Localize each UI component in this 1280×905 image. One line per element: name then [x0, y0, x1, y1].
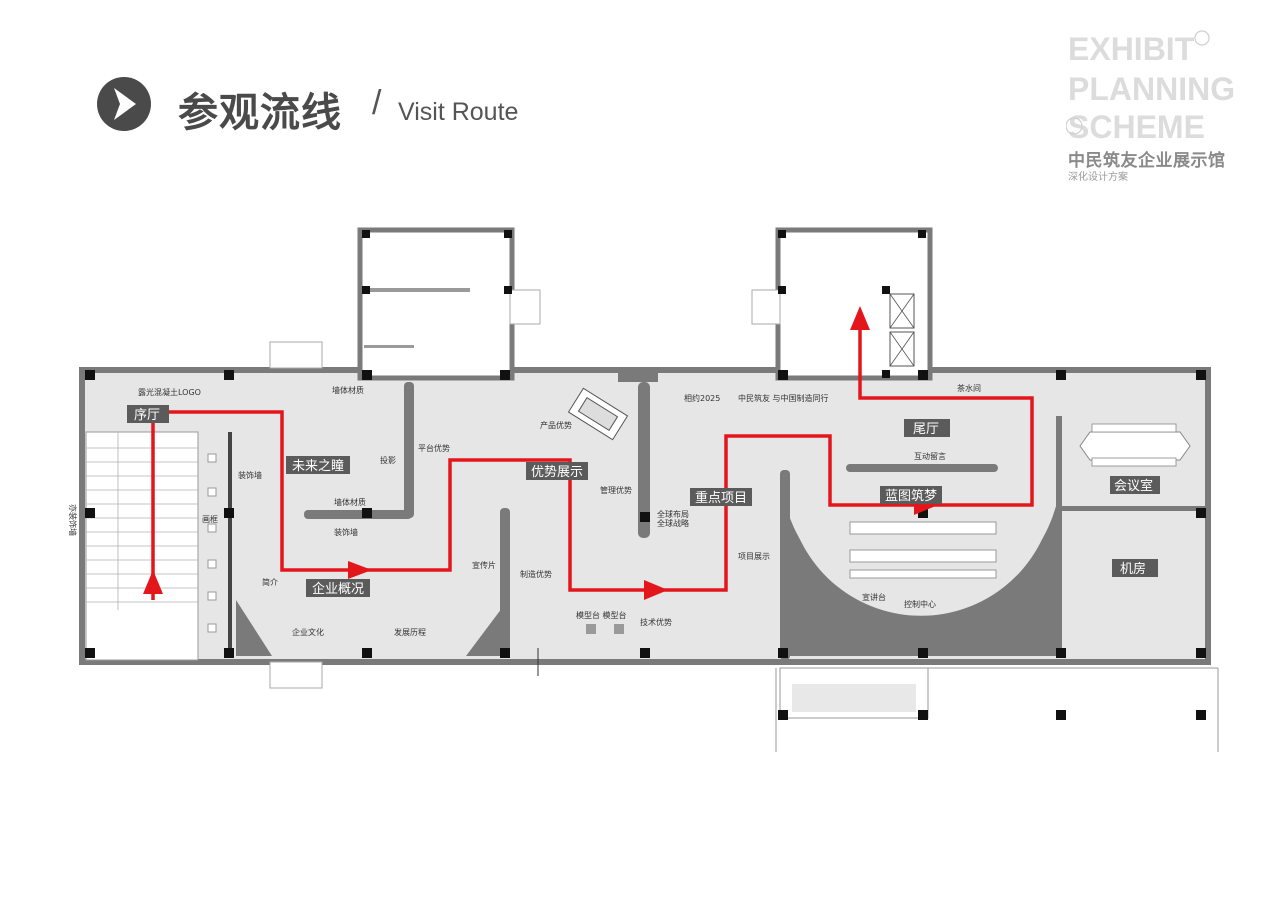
zone-tag-advantage: 优势展示	[526, 462, 588, 480]
svg-text:会议室: 会议室	[1114, 478, 1153, 494]
label-vertical-note: 亦装饰墙	[68, 504, 78, 536]
zone-tag-overview: 企业概况	[306, 579, 370, 597]
zone-tag-projects: 重点项目	[690, 488, 752, 506]
label-projection: 投影	[380, 455, 396, 465]
label-wall-1: 墙体材质	[332, 385, 364, 395]
label-manufacturing: 制造优势	[520, 569, 552, 579]
label-promo-film: 宣传片	[472, 560, 496, 570]
brand-logo: EXHIBIT PLANNING SCHEME	[1066, 30, 1235, 145]
label-logo-wall: 露光混凝土LOGO	[138, 387, 201, 397]
meeting-table	[1079, 423, 1191, 467]
label-control: 控制中心	[904, 599, 936, 609]
zone-tag-machine: 机房	[1112, 559, 1158, 577]
zone-tag-blueprint: 蓝图筑梦	[880, 486, 942, 504]
svg-text:重点项目: 重点项目	[695, 490, 747, 506]
label-tea: 茶水间	[957, 383, 981, 393]
product-display	[567, 387, 629, 441]
stairs	[86, 432, 198, 610]
svg-text:序厅: 序厅	[134, 408, 160, 423]
label-global-small: 全球战略	[657, 518, 689, 528]
chevron-right-icon	[97, 77, 151, 131]
route-arrow-up-exit	[850, 306, 870, 330]
label-wall-2: 墙体材质	[334, 497, 366, 507]
svg-text:机房: 机房	[1120, 561, 1146, 577]
zone-tag-future: 未来之瞳	[286, 456, 350, 474]
zone-tag-tail: 尾厅	[904, 419, 950, 437]
label-together: 中民筑友 与中国制造同行	[738, 393, 829, 403]
zone-tag-entrance: 序厅	[127, 405, 169, 423]
svg-text:蓝图筑梦: 蓝图筑梦	[885, 488, 937, 504]
zone-tag-meeting: 会议室	[1110, 476, 1160, 494]
brand-logo-line-2: PLANNING	[1068, 71, 1235, 107]
page-subtitle: Visit Route	[398, 98, 519, 126]
label-culture: 企业文化	[292, 627, 324, 637]
route-arrow-up	[143, 570, 163, 594]
svg-text:优势展示: 优势展示	[531, 464, 583, 480]
label-interactive: 互动留言	[914, 451, 946, 461]
label-model-stand: 模型台 模型台	[576, 610, 627, 620]
svg-text:未来之瞳: 未来之瞳	[292, 459, 344, 474]
label-intro: 简介	[262, 577, 278, 587]
brand-subtitle: 深化设计方案	[1068, 172, 1128, 183]
label-appointment: 相约2025	[684, 393, 720, 403]
brand-logo-line-1: EXHIBIT	[1068, 31, 1195, 67]
label-decor-1: 装饰墙	[238, 470, 262, 480]
label-frame: 画框	[202, 514, 218, 524]
brand-name: 中民筑友企业展示馆	[1068, 151, 1226, 171]
page-title: 参观流线	[178, 90, 342, 136]
label-platform: 平台优势	[418, 443, 450, 453]
route-arrow-right-2	[644, 580, 668, 600]
svg-text:尾厅: 尾厅	[913, 422, 939, 437]
title-slash: /	[372, 84, 382, 122]
label-product: 产品优势	[540, 420, 572, 430]
svg-text:企业概况: 企业概况	[312, 581, 364, 597]
label-history: 发展历程	[394, 627, 426, 637]
seating	[849, 521, 997, 579]
label-decor-2: 装饰墙	[334, 527, 358, 537]
label-tech: 技术优势	[640, 617, 672, 627]
label-lectern: 宣讲台	[862, 592, 886, 602]
brand-logo-line-3: SCHEME	[1068, 109, 1205, 145]
label-global-layout: 全球布局	[657, 509, 689, 519]
label-project-show: 项目展示	[738, 552, 770, 561]
route-arrow-right-1	[348, 561, 372, 579]
restroom-block	[357, 227, 515, 381]
label-mgmt: 管理优势	[600, 485, 632, 495]
visit-route	[143, 306, 1034, 600]
